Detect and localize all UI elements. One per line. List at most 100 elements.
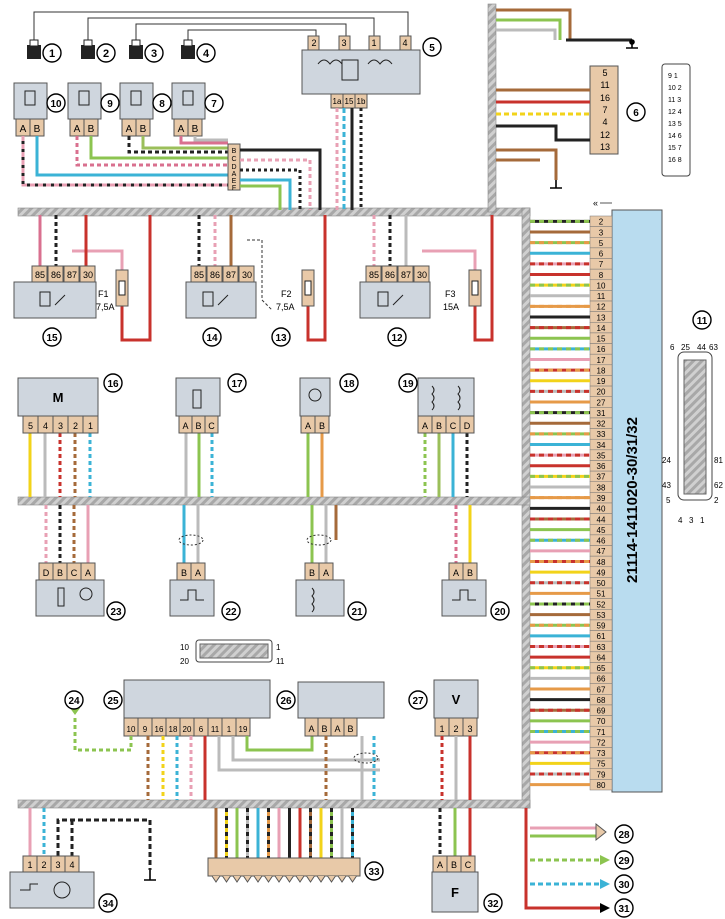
pin-label: 13 xyxy=(600,142,610,152)
pin-label: D xyxy=(231,164,236,171)
pin-label: 85 xyxy=(194,270,204,280)
connector-pin xyxy=(243,875,252,883)
callout-label: 32 xyxy=(487,899,499,910)
pin-label: C xyxy=(231,156,236,163)
ecu-pin-label: 13 xyxy=(597,313,606,322)
ecu-pin-label: 52 xyxy=(597,600,606,609)
diagnostic-connector-6: 5 11 16 7 4 12 13 6 9 1 10 2 11 3 12 4 1… xyxy=(589,63,691,177)
connector-pin xyxy=(343,717,358,737)
pin-label: F xyxy=(232,185,236,192)
connector-pin xyxy=(314,415,330,434)
injector-harness-connector: B C D A E F xyxy=(227,143,241,192)
pin-label: B xyxy=(436,421,442,431)
ecu-pin-label: 73 xyxy=(597,749,606,758)
pin-label: B xyxy=(195,421,201,431)
pin-label: A xyxy=(305,421,311,431)
pin-label: C xyxy=(450,421,457,431)
pin-label: 87 xyxy=(67,270,77,280)
pin-label: B xyxy=(347,724,353,734)
callout-label: 2 xyxy=(103,48,109,60)
pin-label: 4 xyxy=(69,860,74,870)
pin-label: 2 xyxy=(453,724,458,734)
outgoing-arrow-heads: 28 29 30 31 xyxy=(595,822,634,918)
callout-label: 18 xyxy=(343,379,355,390)
connector-pin xyxy=(285,875,294,883)
connector-pin xyxy=(348,875,357,883)
pin-label: C xyxy=(208,421,215,431)
pin-label: A xyxy=(323,568,329,578)
connector-pin xyxy=(204,415,219,434)
ecu-pin-label: 7 xyxy=(599,260,604,269)
pin-label: 44 xyxy=(697,343,706,352)
pin-label: 12 xyxy=(600,130,610,140)
pin-label: B xyxy=(321,724,327,734)
fuse-label: F3 xyxy=(445,289,456,299)
fuse-rating: 7,5A xyxy=(96,302,115,312)
pin-label: 12 4 xyxy=(668,109,682,116)
svg-text:B: B xyxy=(88,124,95,135)
pin-label: 15 xyxy=(345,97,354,106)
ecu-pin-label: 31 xyxy=(597,409,606,418)
ecu-model-label: 21114-1411020-30/31/32 xyxy=(624,417,641,583)
pin-label: 2 xyxy=(41,860,46,870)
callout-label: 5 xyxy=(429,43,435,54)
callout-label: 27 xyxy=(412,696,424,707)
connector-pin xyxy=(235,717,251,737)
ecu-pin-label: 53 xyxy=(597,611,606,620)
pin-label: 30 xyxy=(83,270,93,280)
relay-12: 85 86 87 30 F3 15A 12 xyxy=(359,215,494,347)
callout-label: 10 xyxy=(50,99,62,110)
callout-label: 16 xyxy=(107,379,119,390)
ecu-pin-label: 6 xyxy=(599,250,604,259)
callout-label: 7 xyxy=(211,99,217,110)
connector-pin xyxy=(306,875,315,883)
callout-label: 25 xyxy=(107,696,119,707)
fuse-label: F1 xyxy=(98,289,109,299)
callout-label: 26 xyxy=(280,696,292,707)
callout-label: 19 xyxy=(402,379,414,390)
pin-label: 16 xyxy=(600,93,610,103)
connector-pin xyxy=(82,415,99,434)
pin-label: B xyxy=(309,568,315,578)
ecu-pin-label: 71 xyxy=(597,728,606,737)
injector-feed-wires xyxy=(33,11,409,46)
pin-label: 4 xyxy=(402,38,407,48)
svg-text:A: A xyxy=(178,124,185,135)
ecu-pin-label: 40 xyxy=(597,505,606,514)
pin-label: 30 xyxy=(417,270,427,280)
callout-label: 13 xyxy=(275,333,287,344)
pin-label: 1 xyxy=(27,860,32,870)
connector-pin xyxy=(222,875,231,883)
pin-label: 6 xyxy=(670,343,675,352)
pin-label: 11 xyxy=(211,725,220,734)
fuse-rating: 7,5A xyxy=(276,302,295,312)
pin-label: 25 xyxy=(681,343,690,352)
relays: 85 86 87 30 F1 7,5A 15 85 86 87 30 F2 7,… xyxy=(13,215,494,347)
ecu-pin-label: 35 xyxy=(597,451,606,460)
pin-label: 16 8 xyxy=(668,157,682,164)
relay-15: 85 86 87 30 F1 7,5A 15 xyxy=(13,215,152,347)
pin-label: A xyxy=(422,421,428,431)
pin-label: 9 xyxy=(143,725,148,734)
pin-label: 2 xyxy=(714,496,719,505)
component-symbol: M xyxy=(53,390,64,405)
callout-label: 1 xyxy=(49,48,55,60)
callout-label: 12 xyxy=(391,333,403,344)
ignition-wires xyxy=(335,108,363,210)
ecu-pin-label: 64 xyxy=(597,653,606,662)
pin-label: 11 xyxy=(276,657,285,666)
pin-label: A xyxy=(437,860,443,870)
injector-wires xyxy=(21,136,228,187)
